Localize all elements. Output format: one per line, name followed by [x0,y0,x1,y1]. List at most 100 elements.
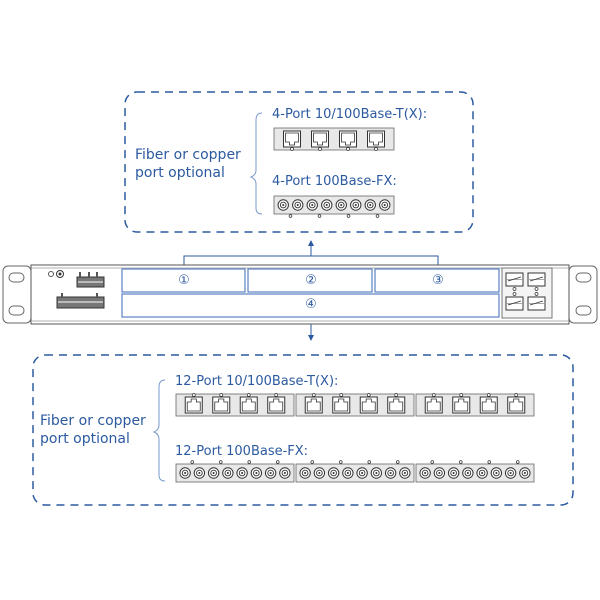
slot-2-label: ② [305,273,317,288]
right-rack-ear [568,265,598,324]
fiber-port-icon [504,467,517,479]
fiber-port-icon [370,467,383,479]
description-line: Fiber or copper [135,147,241,163]
bottom-fiber-strip [415,460,535,483]
rj45-port-icon [311,130,329,151]
fiber-port-icon [327,467,340,479]
sfp-cage-icon[interactable] [527,292,546,311]
bottom-fiber-strip [175,460,295,483]
top-callout-description: Fiber or copper port optional [135,146,241,182]
fiber-port-icon [490,467,503,479]
top-brace [249,112,263,215]
link-led-icon [346,214,351,218]
link-led-icon [339,460,343,464]
fiber-port-icon [342,467,354,479]
link-led-icon [367,460,372,464]
sfp-cage-icon[interactable] [527,272,546,291]
description-line: port optional [135,165,225,181]
mount-hole-icon [8,272,25,283]
fiber-port-icon [306,199,318,211]
bottom-callout-description: Fiber or copper port optional [40,412,146,448]
rj45-port-icon [239,393,258,414]
mount-hole-icon [575,305,592,316]
link-led-icon [276,460,280,464]
link-led-icon [515,460,520,464]
sfp-cage-icon[interactable] [505,272,524,291]
fiber-port-icon [179,467,191,479]
link-led-icon [288,214,293,218]
power-terminal-small-icon [76,272,105,288]
fiber-port-icon [519,467,531,479]
link-led-icon [317,214,322,218]
rj45-port-icon [283,130,301,151]
power-terminal-large-icon [56,293,105,309]
rj45-port-icon [452,393,471,414]
rj45-port-icon [424,393,443,414]
fiber-port-icon [384,467,397,479]
link-led-icon [375,214,380,218]
fiber-port-icon [433,467,446,479]
fiber-port-icon [236,467,248,479]
link-led-icon [396,460,400,464]
fiber-port-icon [476,467,488,479]
bottom-rj45-strip [175,393,295,417]
fiber-port-icon [321,199,333,211]
fiber-port-icon [462,467,474,479]
bottom-fiber-strip [295,460,415,483]
fiber-port-icon [277,199,289,211]
rj45-port-icon [304,393,323,414]
link-led-icon [190,460,195,464]
fiber-port-icon [356,467,368,479]
fiber-port-icon [193,467,206,479]
bottom-rj45-strip [295,393,415,417]
sfp-cage-icon[interactable] [505,292,524,311]
slot-4[interactable] [121,293,500,318]
fiber-port-icon [313,467,326,479]
fiber-port-icon [279,467,291,479]
fiber-port-icon [447,467,460,479]
rj45-port-icon [212,393,231,414]
slot-3[interactable] [374,268,500,293]
slot-1[interactable] [121,268,246,293]
description-line: port optional [40,431,130,447]
fiber-port-icon [364,199,376,211]
arrow-down-icon [308,335,314,341]
fiber-port-icon [379,199,391,211]
fiber-port-icon [419,467,431,479]
link-led-icon [247,460,252,464]
rj45-port-icon [359,393,378,414]
slot-2[interactable] [247,268,373,293]
bottom-rj45-strip [415,393,535,417]
top-rj45-strip [273,127,395,151]
fiber-port-icon [335,199,347,211]
arrow-up-icon [308,240,314,246]
description-line: Fiber or copper [40,413,146,429]
fiber-port-icon [350,199,362,211]
bottom-option-rj45-title: 12-Port 10/100Base-T(X): [175,374,339,389]
ground-screw-icon [48,270,64,278]
top-option-fiber-title: 4-Port 100Base-FX: [272,174,397,189]
fiber-port-icon [207,467,220,479]
fiber-port-icon [399,467,411,479]
top-fiber-strip [273,195,395,218]
link-led-icon [430,460,435,464]
fiber-port-icon [292,199,304,211]
sfp-group [505,272,546,311]
port-strips [175,127,535,483]
rj45-port-icon [184,393,203,414]
link-led-icon [459,460,463,464]
fiber-port-icon [222,467,234,479]
bottom-option-fiber-title: 12-Port 100Base-FX: [175,444,309,459]
rj45-port-icon [507,393,526,414]
top-callout-border [124,91,474,233]
fiber-port-icon [299,467,311,479]
fiber-port-icon [264,467,277,479]
mount-hole-icon [8,305,25,316]
left-rack-ear [2,265,32,324]
rj45-port-icon [332,393,351,414]
link-led-icon [487,460,492,464]
rj45-port-icon [267,393,286,414]
link-led-icon [219,460,223,464]
rj45-port-icon [479,393,498,414]
